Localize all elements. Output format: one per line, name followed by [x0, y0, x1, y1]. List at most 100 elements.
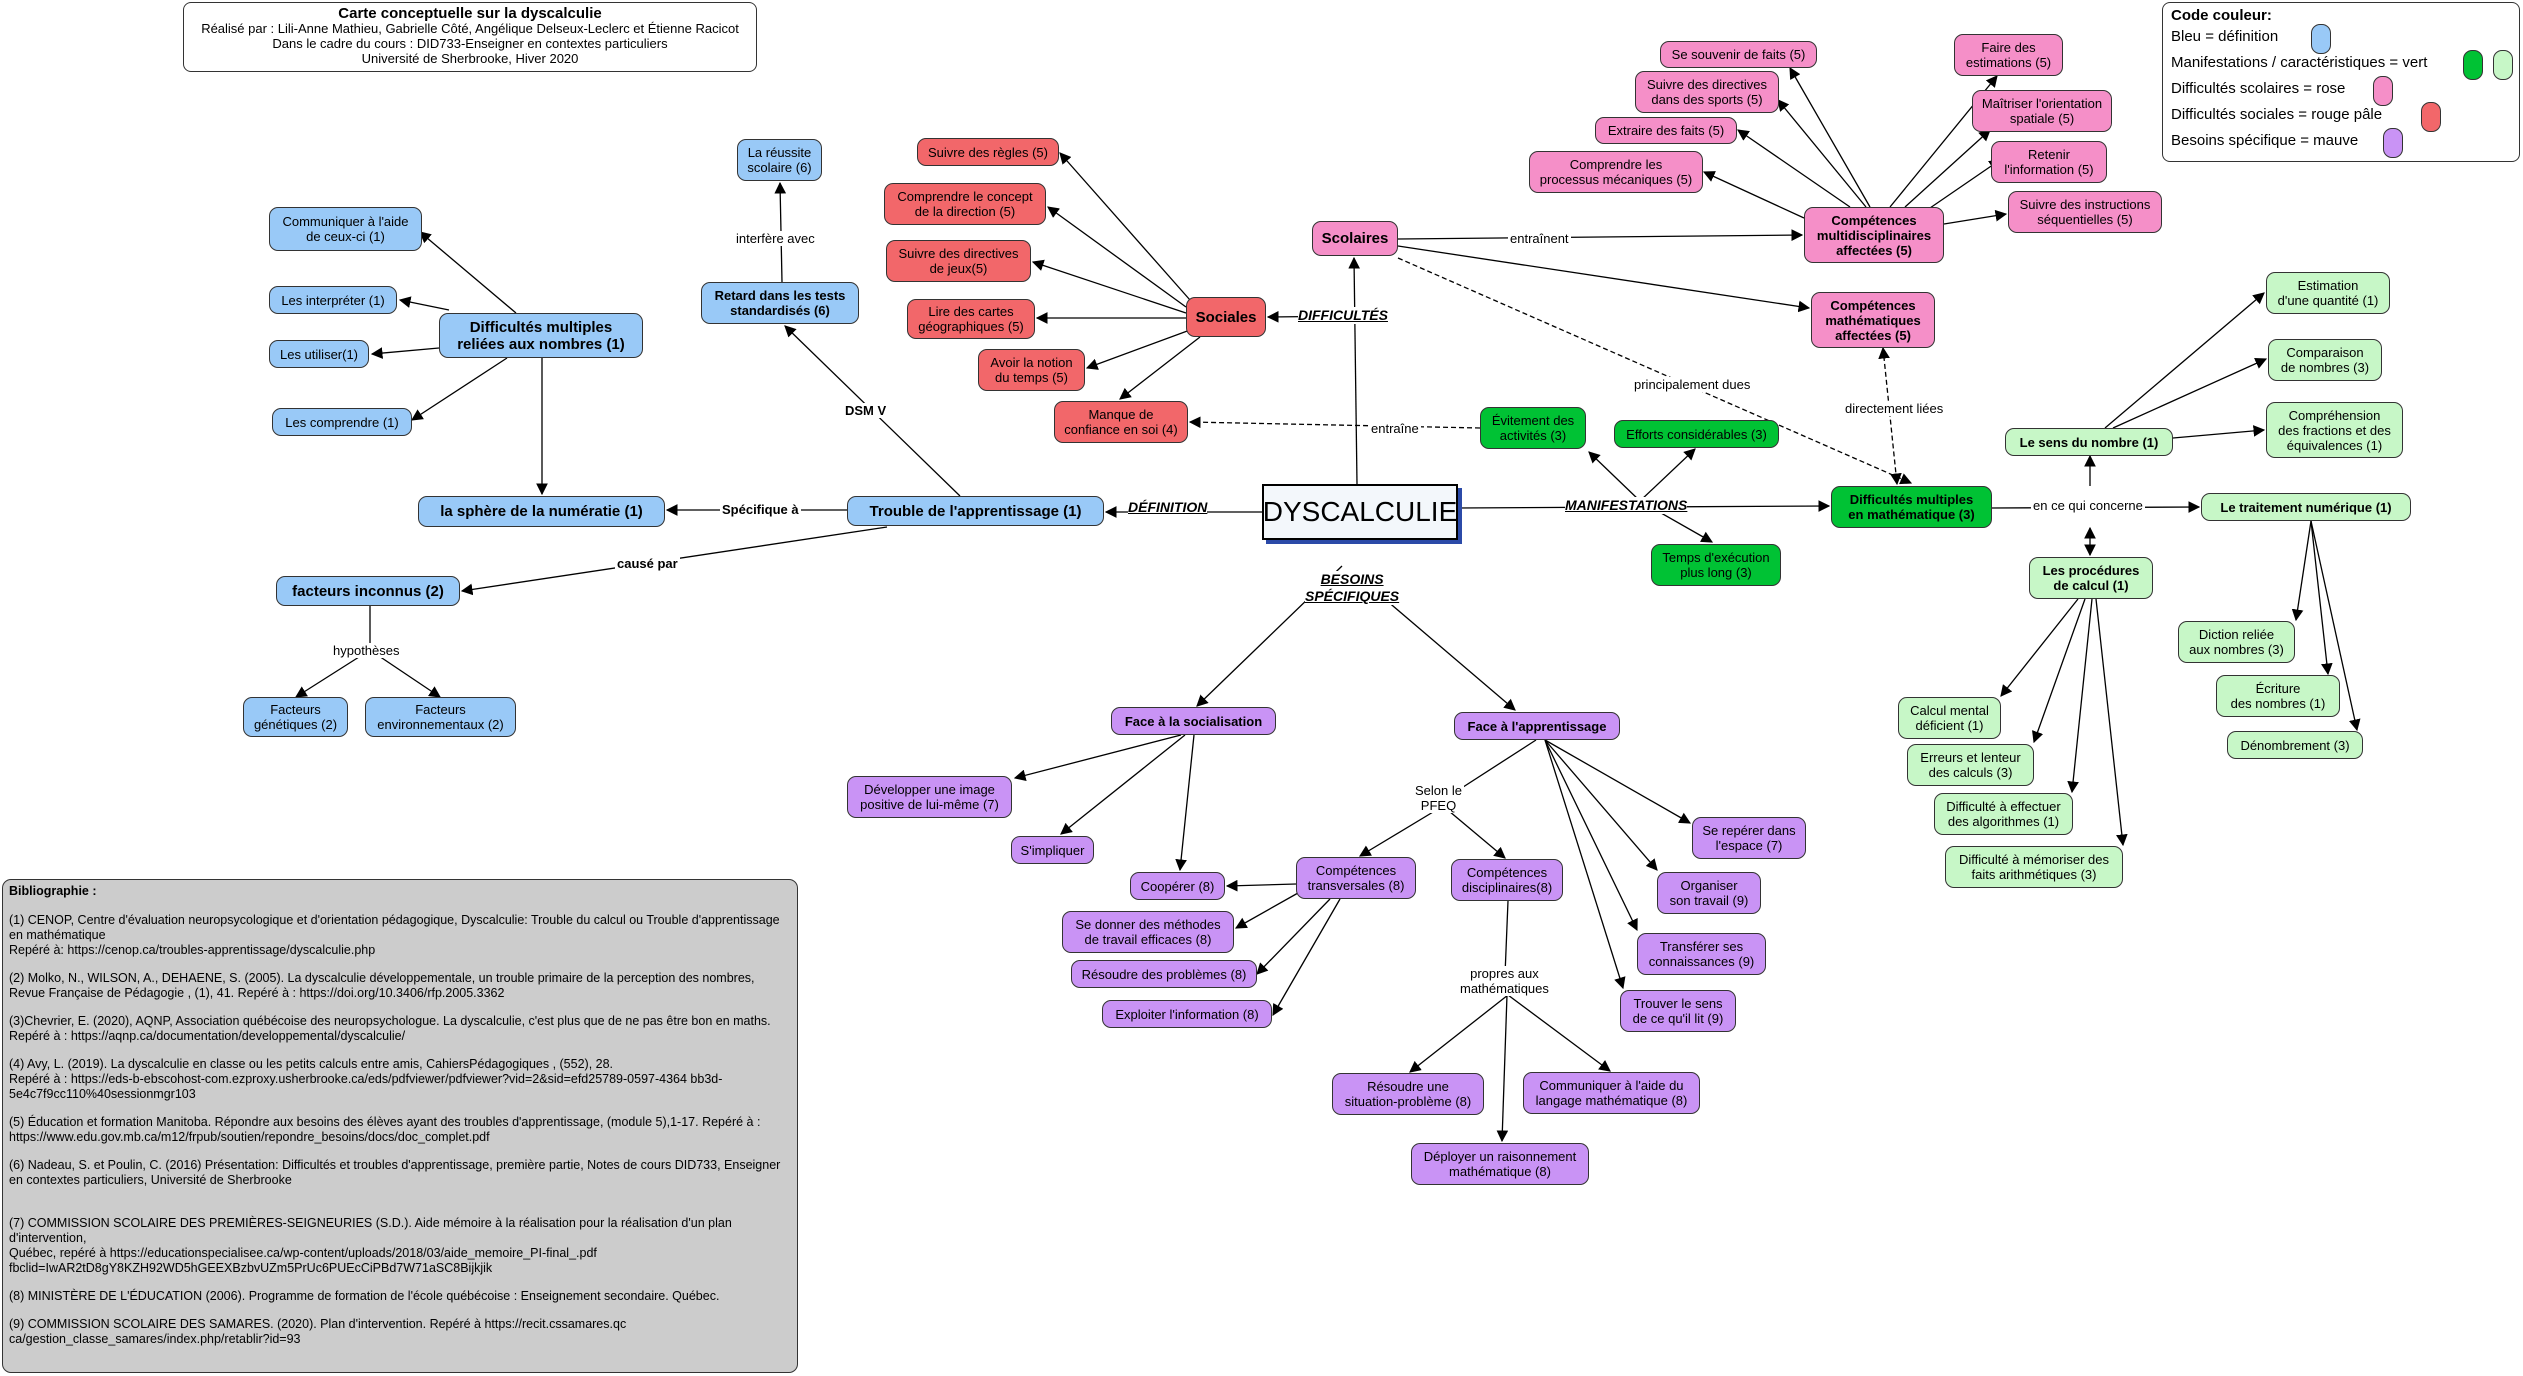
connector-line	[1358, 805, 1444, 857]
node-instructions-sequentielles[interactable]: Suivre des instructions séquentielles (5…	[2008, 191, 2162, 233]
node-calcul-mental[interactable]: Calcul mental déficient (1)	[1898, 697, 2001, 739]
node-simpliquer[interactable]: S'impliquer	[1011, 836, 1094, 864]
bibliography-entry: (6) Nadeau, S. et Poulin, C. (2016) Prés…	[9, 1158, 781, 1187]
legend-swatch	[2421, 102, 2441, 132]
node-sociales[interactable]: Sociales	[1186, 297, 1266, 337]
node-orientation-spatiale[interactable]: Maîtriser l'orientation spatiale (5)	[1972, 90, 2112, 132]
legend-row-blue: Bleu = définition	[2171, 24, 2511, 54]
node-processus-mecaniques[interactable]: Comprendre les processus mécaniques (5)	[1529, 151, 1703, 193]
node-deployer-raisonnement[interactable]: Déployer un raisonnement mathématique (8…	[1411, 1143, 1589, 1185]
node-difficulte-algorithmes[interactable]: Difficulté à effectuer des algorithmes (…	[1934, 793, 2073, 835]
node-sphere-numeratie[interactable]: la sphère de la numératie (1)	[418, 496, 665, 527]
node-traitement-numerique[interactable]: Le traitement numérique (1)	[2201, 493, 2411, 521]
edge-label-concerne: en ce qui concerne	[2031, 498, 2145, 513]
node-evitement-activites[interactable]: Évitement des activités (3)	[1480, 407, 1586, 449]
bibliography-entry: (9) COMMISSION SCOLAIRE DES SAMARES. (20…	[9, 1317, 627, 1346]
node-resoudre-problemes[interactable]: Résoudre des problèmes (8)	[1071, 960, 1257, 988]
connector-line	[1397, 257, 1913, 485]
node-scolaires[interactable]: Scolaires	[1312, 221, 1398, 256]
node-denombrement[interactable]: Dénombrement (3)	[2227, 731, 2363, 759]
node-extraire-faits[interactable]: Extraire des faits (5)	[1595, 117, 1737, 144]
node-communiquer-langage[interactable]: Communiquer à l'aide du langage mathémat…	[1523, 1072, 1700, 1114]
node-difficultes-mathematique[interactable]: Difficultés multiples en mathématique (3…	[1831, 486, 1992, 528]
connector-line	[1737, 129, 1851, 208]
connector-line	[1234, 892, 1299, 929]
node-comparaison-nombres[interactable]: Comparaison de nombres (3)	[2268, 339, 2382, 381]
course-line: Dans le cadre du cours : DID733-Enseigne…	[272, 36, 668, 51]
connector-line	[2291, 520, 2312, 622]
node-diction-nombres[interactable]: Diction reliée aux nombres (3)	[2178, 621, 2295, 663]
node-estimation-quantite[interactable]: Estimation d'une quantité (1)	[2266, 272, 2390, 314]
node-comprendre[interactable]: Les comprendre (1)	[272, 408, 412, 436]
node-ecriture-nombres[interactable]: Écriture des nombres (1)	[2216, 675, 2340, 717]
node-confiance-soi[interactable]: Manque de confiance en soi (4)	[1054, 401, 1188, 443]
node-facteurs-environnementaux[interactable]: Facteurs environnementaux (2)	[365, 697, 516, 737]
legend-swatch	[2493, 50, 2513, 80]
legend-swatch	[2373, 76, 2393, 106]
node-cooperer[interactable]: Coopérer (8)	[1130, 872, 1225, 900]
node-competences-disciplinaires[interactable]: Compétences disciplinaires(8)	[1451, 859, 1563, 901]
connector-line	[1175, 734, 1195, 872]
connector-line	[1639, 448, 1696, 502]
connector-line	[1188, 416, 1481, 429]
node-souvenir-faits[interactable]: Se souvenir de faits (5)	[1660, 41, 1817, 68]
node-fractions-equivalences[interactable]: Compréhension des fractions et des équiv…	[2266, 402, 2403, 458]
node-face-apprentissage[interactable]: Face à l'apprentissage	[1454, 712, 1620, 740]
connector-line	[2000, 598, 2079, 697]
node-competences-transversales[interactable]: Compétences transversales (8)	[1296, 857, 1416, 899]
node-transferer-connaissances[interactable]: Transférer ses connaissances (9)	[1637, 933, 1766, 975]
legend-swatch	[2383, 128, 2403, 158]
connector-line	[1060, 734, 1186, 835]
connector-line	[1777, 99, 1867, 208]
node-notion-temps[interactable]: Avoir la notion du temps (5)	[978, 349, 1085, 391]
node-image-positive[interactable]: Développer une image positive de lui-mêm…	[847, 776, 1012, 818]
legend-row-purple: Besoins spécifique = mauve	[2171, 128, 2511, 158]
node-memoriser-faits[interactable]: Difficulté à mémoriser des faits arithmé…	[1945, 846, 2123, 888]
node-directives-sports[interactable]: Suivre des directives dans des sports (5…	[1635, 71, 1779, 113]
node-sens-nombre[interactable]: Le sens du nombre (1)	[2005, 428, 2173, 456]
connector-line	[2310, 520, 2361, 732]
connector-line	[1225, 879, 1297, 892]
node-erreurs-lenteur[interactable]: Erreurs et lenteur des calculs (3)	[1907, 744, 2034, 786]
node-facteurs-inconnus[interactable]: facteurs inconnus (2)	[276, 576, 460, 606]
connector-line	[2095, 598, 2128, 847]
center-node-dyscalculie[interactable]: DYSCALCULIE	[1262, 484, 1458, 540]
connector-line	[1256, 898, 1331, 975]
node-organiser-travail[interactable]: Organiser son travail (9)	[1657, 872, 1761, 914]
node-exploiter-information[interactable]: Exploiter l'information (8)	[1102, 1000, 1272, 1028]
connector-line	[1442, 805, 1506, 859]
node-retenir-information[interactable]: Retenir l'information (5)	[1991, 141, 2107, 183]
node-resoudre-situation[interactable]: Résoudre une situation-problème (8)	[1332, 1073, 1484, 1115]
node-competences-multidisciplinaires[interactable]: Compétences multidisciplinaires affectée…	[1804, 207, 1944, 263]
connector-line	[1059, 152, 1191, 301]
node-trouver-sens[interactable]: Trouver le sens de ce qu'il lit (9)	[1620, 990, 1736, 1032]
authors-line: Réalisé par : Lili-Anne Mathieu, Gabriel…	[201, 21, 739, 36]
node-facteurs-genetiques[interactable]: Facteurs génétiques (2)	[243, 697, 348, 737]
connector-line	[411, 357, 508, 421]
edge-label-entrainent: entraînent	[1508, 231, 1571, 246]
node-concept-direction[interactable]: Comprendre le concept de la direction (5…	[884, 183, 1046, 225]
edge-label-directement: directement liées	[1843, 401, 1946, 416]
node-methodes-travail[interactable]: Se donner des méthodes de travail effica…	[1062, 911, 1234, 953]
node-trouble-apprentissage[interactable]: Trouble de l'apprentissage (1)	[847, 496, 1104, 526]
node-difficultes-nombres[interactable]: Difficultés multiples reliées aux nombre…	[439, 313, 643, 358]
node-directives-jeux[interactable]: Suivre des directives de jeux(5)	[886, 240, 1031, 282]
node-competences-mathematiques[interactable]: Compétences mathématiques affectées (5)	[1811, 292, 1935, 348]
node-utiliser[interactable]: Les utiliser(1)	[269, 340, 369, 368]
node-face-socialisation[interactable]: Face à la socialisation	[1111, 707, 1276, 735]
node-reussite-scolaire[interactable]: La réussite scolaire (6)	[737, 139, 822, 181]
node-cartes-geographiques[interactable]: Lire des cartes géographiques (5)	[907, 299, 1035, 339]
connector-line	[370, 347, 440, 359]
node-retard-tests[interactable]: Retard dans les tests standardisés (6)	[701, 282, 859, 324]
node-efforts-considerables[interactable]: Efforts considérables (3)	[1614, 420, 1779, 448]
connector-line	[1031, 259, 1187, 314]
node-temps-execution[interactable]: Temps d'exécution plus long (3)	[1651, 544, 1781, 586]
node-procedures-calcul[interactable]: Les procédures de calcul (1)	[2029, 557, 2153, 599]
edge-label-entraine: entraîne	[1369, 421, 1421, 436]
node-communiquer-aide[interactable]: Communiquer à l'aide de ceux-ci (1)	[269, 207, 422, 251]
node-suivre-regles[interactable]: Suivre des règles (5)	[917, 138, 1059, 166]
node-estimations[interactable]: Faire des estimations (5)	[1954, 34, 2063, 76]
connector-line	[1702, 171, 1805, 219]
node-interpreter[interactable]: Les interpréter (1)	[269, 286, 397, 314]
node-reperer-espace[interactable]: Se repérer dans l'espace (7)	[1692, 817, 1806, 859]
